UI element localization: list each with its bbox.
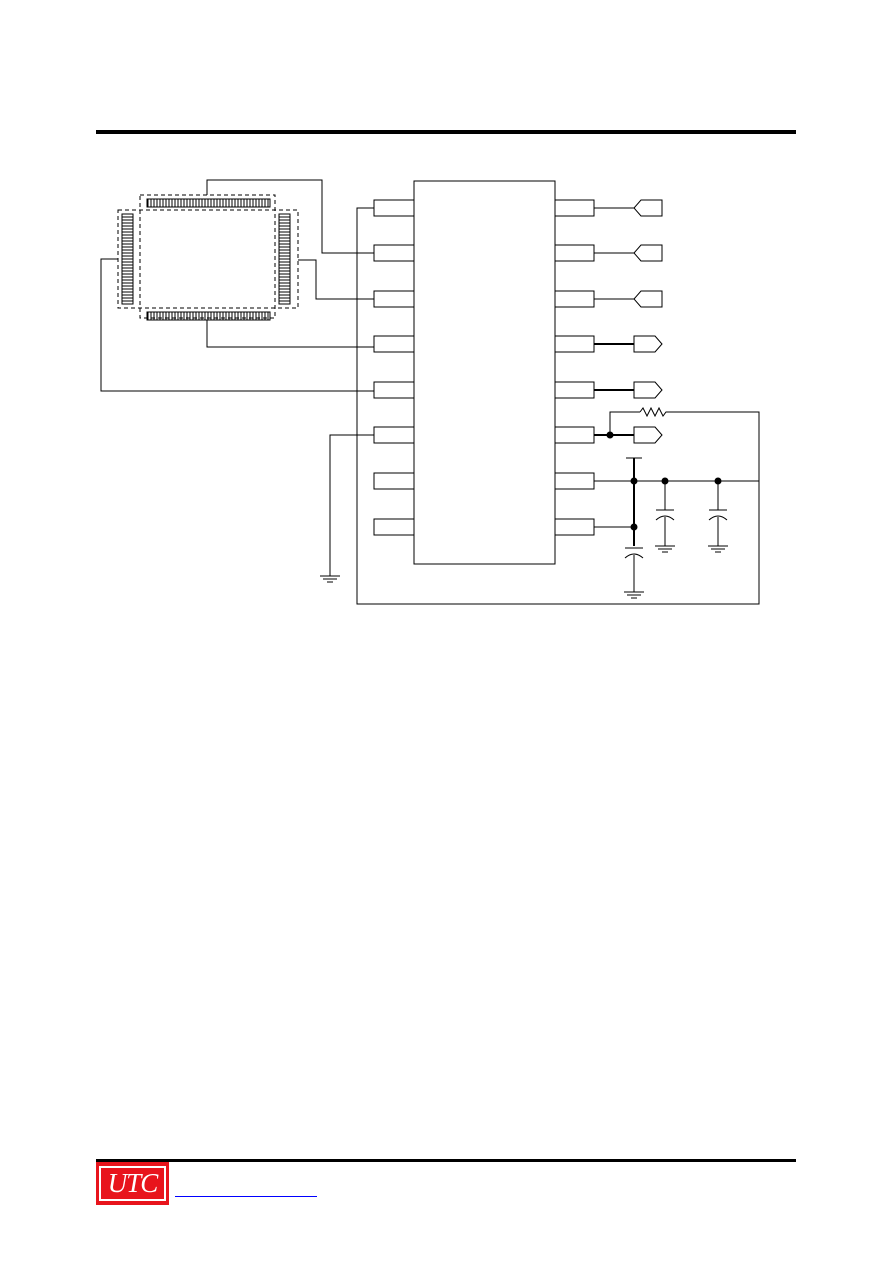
resistor-branch [606, 406, 668, 439]
qfp-pins-right [278, 213, 291, 305]
qfp-package [117, 194, 299, 321]
resistor-symbol [639, 406, 668, 418]
ic-pin-right-4 [554, 335, 595, 353]
wire-qfp-left [100, 258, 374, 392]
qfp-pins-bottom [146, 311, 271, 321]
ic-pin-right-3 [554, 290, 595, 308]
capacitor-network [594, 457, 759, 599]
output-connectors [594, 199, 663, 444]
website-link[interactable] [175, 1180, 317, 1197]
ic-pin-right-6 [554, 426, 595, 444]
qfp-pins-left [121, 213, 134, 305]
qfp-wires [100, 179, 760, 605]
wire-qfp-bottom [206, 320, 374, 348]
ic-pin-left-6 [373, 426, 415, 444]
qfp-outline-top-bottom [139, 194, 276, 319]
connector-1 [633, 199, 663, 217]
wire-qfp-top [206, 179, 374, 254]
junction-resistor [606, 431, 614, 439]
wire-to-ground-left [329, 434, 374, 576]
wire-qfp-right [298, 259, 374, 300]
cap-a-curve [624, 553, 644, 559]
left-ground-branch [320, 434, 374, 583]
qfp-outline-sides [117, 209, 299, 309]
cap-b-curve [655, 515, 675, 521]
ic-pin-left-2 [373, 244, 415, 262]
qfp-pins-top [146, 198, 271, 208]
utc-logo-text: UTC [107, 1168, 159, 1198]
ic-pin-left-8 [373, 518, 415, 536]
ic-body [413, 180, 556, 565]
ic-pin-right-2 [554, 244, 595, 262]
ic-pin-left-5 [373, 381, 415, 399]
ic-pin-left-3 [373, 290, 415, 308]
footer-rule [96, 1159, 796, 1162]
wire-to-resistor [609, 411, 640, 435]
ic-left-pins [373, 199, 415, 536]
utc-logo: UTC [96, 1162, 169, 1205]
ic-right-pins [554, 199, 595, 536]
connector-4 [633, 335, 663, 353]
wire-loop-bus [356, 207, 760, 605]
ic-pin-right-1 [554, 199, 595, 217]
cap-c-curve [708, 515, 728, 521]
connector-6 [633, 426, 663, 444]
connector-3 [633, 290, 663, 308]
ic-pin-right-5 [554, 381, 595, 399]
utc-logo-frame: UTC [99, 1166, 166, 1201]
ic-pin-left-4 [373, 335, 415, 353]
connector-2 [633, 244, 663, 262]
connector-5 [633, 381, 663, 399]
header-rule [96, 130, 796, 134]
ic-pin-right-8 [554, 518, 595, 536]
ic-pin-left-7 [373, 472, 415, 490]
ic-pin-left-1 [373, 199, 415, 217]
ic-pin-right-7 [554, 472, 595, 490]
